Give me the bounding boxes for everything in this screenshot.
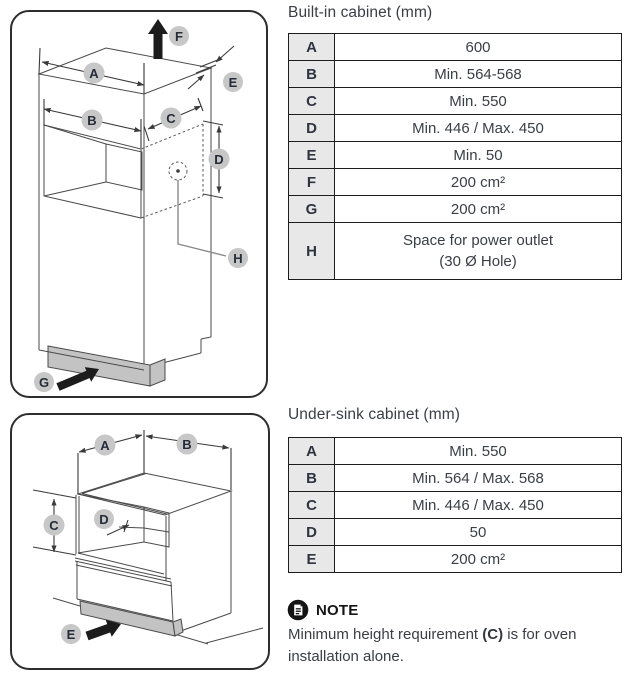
- plinth: [38, 345, 166, 387]
- label-f: F: [175, 29, 183, 44]
- dim-key: A: [288, 437, 335, 465]
- note-icon: [287, 599, 309, 621]
- dim-key: E: [288, 141, 335, 169]
- dim-key: B: [288, 464, 335, 492]
- dim-key: F: [288, 168, 335, 196]
- dim-value: Min. 446 / Max. 450: [334, 491, 622, 519]
- label-c: C: [49, 518, 59, 533]
- label-g: G: [39, 375, 49, 390]
- dim-value: Min. 564-568: [334, 60, 622, 88]
- under-sink-cabinet-drawing: A B C D E: [32, 430, 264, 645]
- built-in-cabinet-drawing: A B C D E F G H: [34, 19, 248, 392]
- airflow-arrow-g-icon: [56, 367, 99, 391]
- label-a: A: [89, 66, 99, 81]
- dim-value: 200 cm²: [334, 545, 622, 573]
- drawer-front: [74, 557, 174, 622]
- dim-value: 200 cm²: [334, 195, 622, 223]
- dim-value: 200 cm²: [334, 168, 622, 196]
- oven-niche: [43, 124, 143, 219]
- dim-key: D: [288, 518, 335, 546]
- dim-value: Min. 564 / Max. 568: [334, 464, 622, 492]
- dim-key: C: [288, 491, 335, 519]
- dim-key: B: [288, 60, 335, 88]
- dim-key: G: [288, 195, 335, 223]
- label-b: B: [87, 113, 96, 128]
- niche-depth-projection: [140, 123, 204, 219]
- open-compartment: [75, 493, 170, 575]
- note-title: NOTE: [316, 601, 359, 619]
- dim-key: A: [288, 33, 335, 61]
- note-text-bold: (C): [482, 626, 504, 643]
- note-text: Minimum height requirement (C) is for ov…: [288, 624, 633, 668]
- dim-key: C: [288, 87, 335, 115]
- note-text-after: is for oven installation alone.: [288, 626, 577, 665]
- power-outlet-hole: [168, 161, 227, 257]
- built-in-table-title: Built-in cabinet (mm): [288, 4, 433, 21]
- diagram-labels: A B C D E F G H: [34, 26, 248, 392]
- airflow-arrow-e-icon: [85, 619, 121, 641]
- vent-up-arrow-f-icon: [148, 19, 168, 59]
- note-header: NOTE: [287, 599, 358, 621]
- under-sink-table-title: Under-sink cabinet (mm): [288, 406, 460, 423]
- dim-value: 600: [334, 33, 622, 61]
- under-sink-cabinet-diagram: A B C D E: [10, 413, 270, 670]
- dim-value: Min. 446 / Max. 450: [334, 114, 622, 142]
- label-a: A: [100, 438, 110, 453]
- dimension-d: [106, 519, 130, 536]
- dim-value: Space for power outlet (30 Ø Hole): [334, 222, 622, 280]
- label-d: D: [99, 512, 108, 527]
- label-e: E: [229, 75, 238, 90]
- dim-value: Min. 50: [334, 141, 622, 169]
- label-h: H: [233, 251, 242, 266]
- diagram-labels: A B C D E: [43, 433, 198, 644]
- dimension-e: [187, 45, 235, 90]
- cabinet-top-face: [37, 47, 213, 95]
- dim-key: E: [288, 545, 335, 573]
- label-e: E: [67, 627, 76, 642]
- dim-key: H: [288, 222, 335, 280]
- built-in-cabinet-diagram: A B C D E F G H: [10, 10, 268, 398]
- label-c: C: [166, 111, 176, 126]
- dim-value: 50: [334, 518, 622, 546]
- dim-value: Min. 550: [334, 87, 622, 115]
- label-d: D: [214, 152, 223, 167]
- note-text-before: Minimum height requirement: [288, 626, 483, 643]
- label-b: B: [182, 437, 191, 452]
- plinth: [79, 600, 264, 644]
- dim-key: D: [288, 114, 335, 142]
- cabinet-side-panel: [165, 491, 232, 634]
- dim-value: Min. 550: [334, 437, 622, 465]
- cabinet-top-face: [76, 472, 233, 516]
